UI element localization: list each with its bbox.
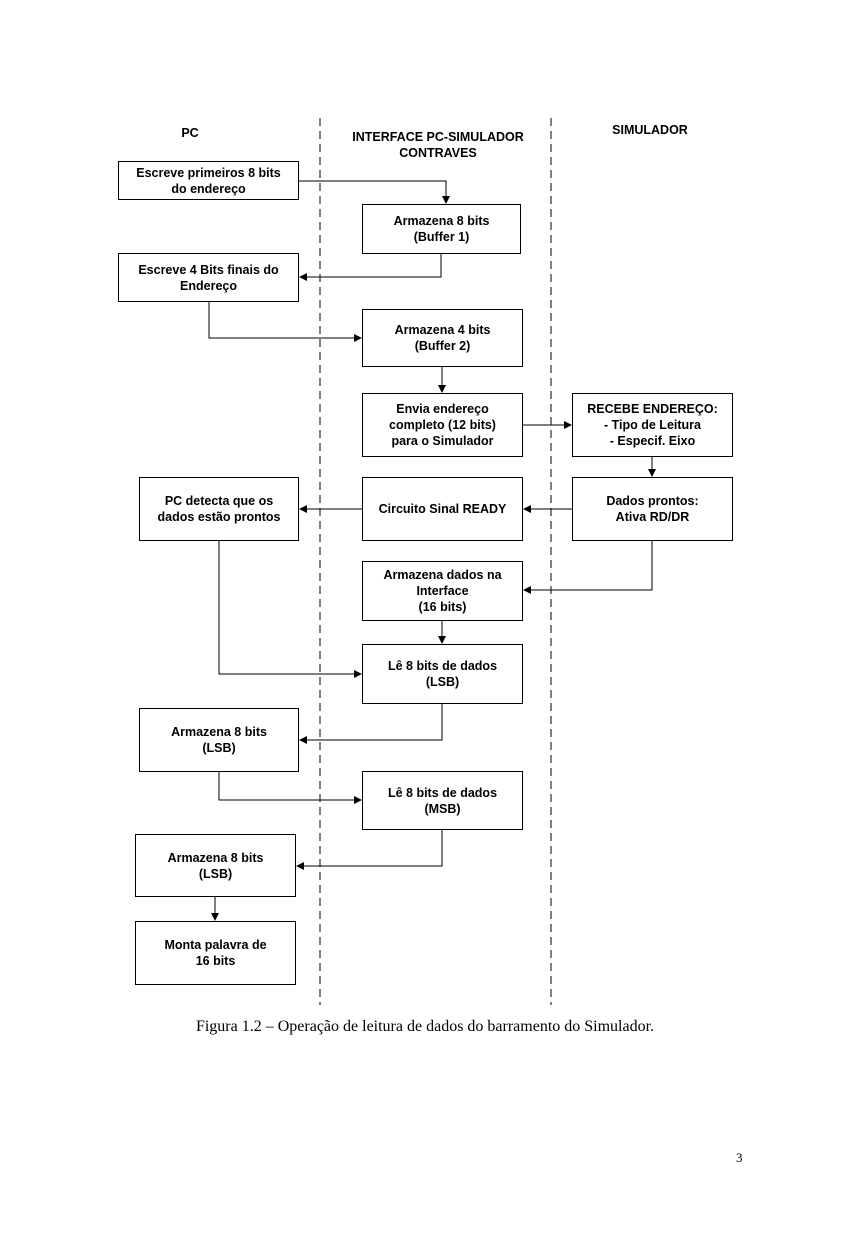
step-armazena-dados: Armazena dados na Interface (16 bits) (362, 561, 523, 621)
step-label: Armazena dados na Interface (16 bits) (383, 568, 502, 614)
step-label: RECEBE ENDEREÇO: - Tipo de Leitura - Esp… (587, 402, 718, 448)
step-label: Circuito Sinal READY (378, 502, 507, 516)
arrow-escreve8-to-buffer1 (299, 180, 450, 204)
step-label: Lê 8 bits de dados (LSB) (387, 659, 498, 689)
arrow-escreve4-to-buffer2 (208, 302, 362, 342)
arrow-dados-prontos-to-armazena (523, 541, 653, 594)
step-armazena-lsb-1: Armazena 8 bits (LSB) (139, 708, 299, 772)
step-label: Armazena 8 bits (Buffer 1) (393, 214, 490, 244)
lane-title-simulador: SIMULADOR (612, 123, 688, 137)
step-armazena-lsb-2: Armazena 8 bits (LSB) (135, 834, 296, 897)
step-pc-detecta: PC detecta que os dados estão prontos (139, 477, 299, 541)
step-label: Armazena 8 bits (LSB) (171, 725, 267, 755)
step-dados-prontos: Dados prontos: Ativa RD/DR (572, 477, 733, 541)
step-label: Dados prontos: Ativa RD/DR (606, 494, 699, 524)
arrow-pc-detecta-to-le-lsb (218, 541, 362, 678)
step-monta-palavra: Monta palavra de 16 bits (135, 921, 296, 985)
step-circuito-ready: Circuito Sinal READY (362, 477, 523, 541)
step-escreve-8-bits: Escreve primeiros 8 bits do endereço (118, 161, 299, 200)
step-label: PC detecta que os dados estão prontos (157, 494, 281, 524)
lane-title-interface: INTERFACE PC-SIMULADOR CONTRAVES (352, 130, 524, 160)
arrow-buffer1-to-escreve4 (299, 254, 442, 281)
step-le-msb: Lê 8 bits de dados (MSB) (362, 771, 523, 830)
arrow-le-msb-to-armazena-lsb2 (296, 830, 443, 870)
step-envia-endereco: Envia endereço completo (12 bits) para o… (362, 393, 523, 457)
arrow-armazena-lsb-to-le-msb (218, 772, 362, 804)
step-label: Armazena 4 bits (Buffer 2) (394, 323, 491, 353)
step-recebe-endereco: RECEBE ENDEREÇO: - Tipo de Leitura - Esp… (572, 393, 733, 457)
step-escreve-4-bits: Escreve 4 Bits finais do Endereço (118, 253, 299, 302)
step-armazena-buffer-1: Armazena 8 bits (Buffer 1) (362, 204, 521, 254)
page-number: 3 (736, 1150, 743, 1165)
step-label: Monta palavra de 16 bits (164, 938, 267, 968)
arrow-le-lsb-to-armazena-lsb (299, 704, 443, 744)
step-label: Escreve primeiros 8 bits do endereço (136, 165, 281, 196)
step-label: Envia endereço completo (12 bits) para o… (389, 402, 496, 448)
step-le-lsb: Lê 8 bits de dados (LSB) (362, 644, 523, 704)
figure-caption: Figura 1.2 – Operação de leitura de dado… (195, 1018, 655, 1035)
lane-title-pc: PC (181, 126, 199, 140)
step-label: Armazena 8 bits (LSB) (167, 850, 264, 881)
step-label: Escreve 4 Bits finais do Endereço (138, 262, 279, 293)
step-label: Lê 8 bits de dados (MSB) (387, 785, 498, 816)
step-armazena-buffer-2: Armazena 4 bits (Buffer 2) (362, 309, 523, 367)
